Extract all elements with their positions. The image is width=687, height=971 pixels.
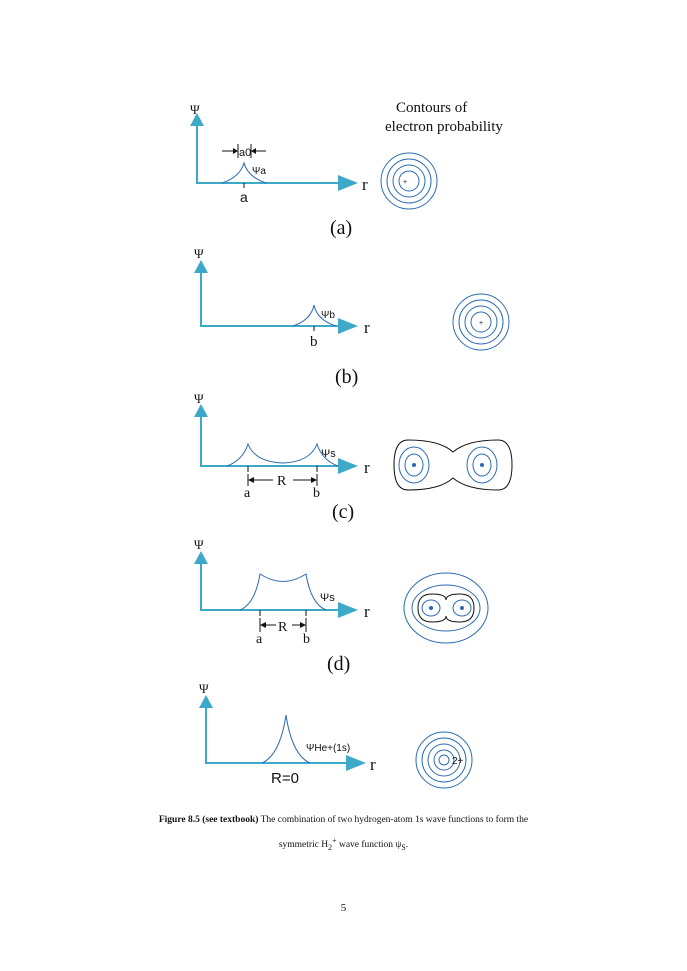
psi-axis-arrow-icon [194,260,208,273]
site-a-label: a [240,189,248,205]
psi-axis-arrow-icon [194,551,208,564]
r-axis-arrow-icon [338,602,358,618]
r-axis-label: r [370,755,376,774]
panel-b: Ψ r b Ψb + (b) [194,246,510,388]
distance-r-label: R [277,474,287,489]
contours-title-line1: Contours of [396,100,467,116]
caption-text: The combination of two hydrogen-atom 1s … [258,815,529,825]
figure-caption-line1: Figure 8.5 (see textbook) The combinatio… [0,815,687,825]
caption-figure-number: Figure 8.5 (see textbook) [158,815,259,825]
psi-axis-arrow-icon [199,695,213,708]
psi-s-label: Ψs [320,592,335,604]
contours-c [393,439,513,491]
site-a-label: a [256,632,263,647]
panel-label-d: (d) [327,653,350,675]
panel-a: Ψ r a Ψa a0 + (a) [190,102,438,239]
panel-d: Ψ r Ψs R a b (d) [194,537,489,675]
r-axis-label: r [364,458,370,477]
distance-r0-label: R=0 [271,770,299,787]
psi-axis-label: Ψ [194,537,204,552]
figure-8-5: .ax { stroke:#3da9c9; stroke-width:2; fi… [190,100,513,789]
r-axis-label: r [364,318,370,337]
psi-axis-arrow-icon [190,113,204,126]
r-axis-arrow-icon [338,175,358,191]
site-b-label: b [313,486,320,501]
psi-s-label: Ψs [321,448,336,460]
site-a-label: a [244,486,251,501]
r-axis-label: r [362,175,368,194]
r-axis-arrow-icon [346,755,366,771]
psi-s-curve [239,573,327,611]
contours-title-line2: electron probability [385,119,503,135]
contours-d [403,572,489,644]
contours-e: 2+ [415,731,473,789]
contours-b: + [452,293,510,351]
charge-label: 2+ [452,756,464,767]
site-b-label: b [310,334,318,350]
r-axis-arrow-icon [338,458,358,474]
page-number: 5 [340,902,347,914]
figure-caption-line2: symmetric H2+ wave function ψS. [278,836,409,853]
r-axis-arrow-icon [338,318,358,334]
panel-e: Ψ r ΨHe+(1s) R=0 2+ [199,681,473,789]
psi-a-curve [221,161,267,184]
psi-axis-label: Ψ [199,681,209,696]
nucleus-mark: + [479,320,483,327]
panel-label-b: (b) [335,366,358,388]
psi-he-curve [261,714,311,764]
psi-he-label: ΨHe+(1s) [306,743,350,754]
psi-axis-label: Ψ [194,391,204,406]
panel-label-a: (a) [330,217,352,239]
site-b-label: b [303,632,310,647]
psi-a-label: Ψa [252,166,266,177]
r-axis-label: r [364,602,370,621]
psi-axis-label: Ψ [190,102,200,117]
psi-axis-arrow-icon [194,404,208,417]
distance-r-label: R [278,620,288,635]
panel-c: Ψ r Ψs R a b (c) [194,391,513,523]
psi-b-curve [292,304,337,327]
psi-s-curve [226,442,339,467]
psi-axis-label: Ψ [194,246,204,261]
a0-label: a0 [239,147,251,159]
nucleus-mark: + [403,179,407,186]
psi-b-label: Ψb [321,310,335,321]
contours-a: + [380,152,438,210]
panel-label-c: (c) [332,501,354,523]
